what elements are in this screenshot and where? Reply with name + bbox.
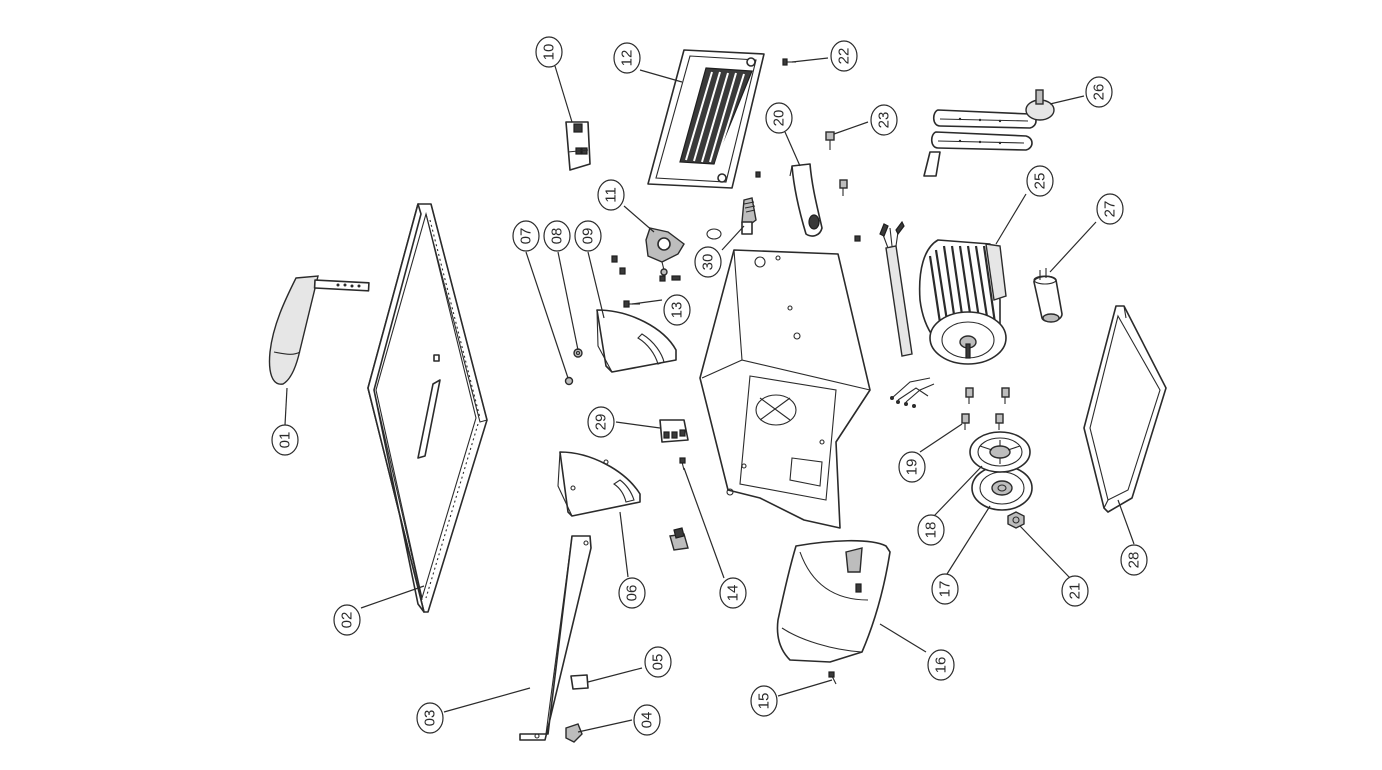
motor-housing-frame: [699, 249, 871, 529]
callout-18-label: 18: [923, 522, 940, 539]
callout-16-label: 16: [933, 657, 950, 674]
callout-08-label: 08: [549, 228, 566, 245]
callout-13-label: 13: [669, 302, 686, 319]
callout-07-label: 07: [518, 228, 535, 245]
part-07-washer: [564, 376, 574, 386]
callout-19: 19: [898, 451, 926, 483]
part-27-capacitor: [1033, 268, 1063, 323]
part-01-handle: [268, 275, 370, 385]
part-18-pulley: [969, 431, 1031, 473]
callout-03-label: 03: [422, 710, 439, 727]
callout-06-label: 06: [624, 585, 641, 602]
part-09-blade-guard: [596, 309, 677, 373]
callout-21: 21: [1061, 575, 1089, 607]
part-03-support-rail: [519, 535, 592, 741]
callout-03: 03: [416, 702, 444, 734]
callout-01-label: 01: [277, 432, 294, 449]
part-04-fitting: [565, 723, 583, 743]
part-28-tray: [1083, 305, 1167, 513]
callout-02: 02: [333, 604, 361, 636]
callout-22-label: 22: [836, 48, 853, 65]
power-cord: [879, 220, 935, 408]
part-02-table-top: [367, 203, 488, 613]
callout-16: 16: [927, 649, 955, 681]
part-12-vent-cover: [647, 49, 765, 189]
callout-30: 30: [694, 246, 722, 278]
callout-02-label: 02: [339, 612, 356, 629]
part-20-handle: [789, 163, 823, 237]
callout-08: 08: [543, 220, 571, 252]
leader-lines: [284, 57, 1135, 733]
callout-22: 22: [830, 40, 858, 72]
callout-04-label: 04: [639, 712, 656, 729]
callout-27-label: 27: [1102, 201, 1119, 218]
callout-17: 17: [931, 573, 959, 605]
callout-05-label: 05: [650, 654, 667, 671]
callout-19-label: 19: [904, 459, 921, 476]
callout-28: 28: [1120, 544, 1148, 576]
callout-10-label: 10: [541, 44, 558, 61]
part-29-terminal-block: [659, 419, 689, 443]
callout-17-label: 17: [937, 581, 954, 598]
callout-30-label: 30: [700, 254, 717, 271]
callout-15: 15: [750, 685, 778, 717]
callout-06: 06: [618, 577, 646, 609]
callout-18: 18: [917, 514, 945, 546]
part-10-switch: [565, 121, 591, 171]
part-05-pad: [570, 674, 589, 690]
callout-20: 20: [765, 102, 793, 134]
callout-14-label: 14: [725, 585, 742, 602]
callout-28-label: 28: [1126, 552, 1143, 569]
callout-09: 09: [574, 220, 602, 252]
callout-04: 04: [633, 704, 661, 736]
callout-12: 12: [613, 42, 641, 74]
callout-12-label: 12: [619, 50, 636, 67]
callout-05: 05: [644, 646, 672, 678]
small-bracket: [669, 527, 689, 551]
callout-29-label: 29: [593, 414, 610, 431]
callout-26: 26: [1085, 76, 1113, 108]
part-23-bolt: [825, 131, 835, 150]
part-08-washer: [573, 348, 583, 358]
callout-23: 23: [870, 104, 898, 136]
callout-21-label: 21: [1067, 583, 1084, 600]
callout-09-label: 09: [580, 228, 597, 245]
callout-14: 14: [719, 577, 747, 609]
part-30-cable-gland: [706, 197, 757, 240]
callout-11: 11: [597, 179, 625, 211]
callout-25: 25: [1026, 165, 1054, 197]
part-25-motor: [918, 239, 1007, 365]
part-21-nut: [1007, 511, 1025, 529]
callout-23-label: 23: [876, 112, 893, 129]
part-19-bolts: [961, 387, 1010, 430]
part-17-pulley: [971, 465, 1033, 511]
part-16-belt-cover: [776, 539, 891, 663]
callout-07: 07: [512, 220, 540, 252]
callout-27: 27: [1096, 193, 1124, 225]
part-26-heating-element: [923, 89, 1055, 177]
callout-26-label: 26: [1091, 84, 1108, 101]
part-15-screw: [828, 671, 837, 685]
callout-20-label: 20: [771, 110, 788, 127]
callout-29: 29: [587, 406, 615, 438]
part-13-screws: [611, 255, 681, 308]
callout-13: 13: [663, 294, 691, 326]
callout-10: 10: [535, 36, 563, 68]
loose-bolts: [755, 171, 861, 242]
callout-25-label: 25: [1032, 173, 1049, 190]
callout-01: 01: [271, 424, 299, 456]
callout-11-label: 11: [603, 187, 620, 203]
part-06-blade-guard: [557, 451, 641, 517]
callout-15-label: 15: [756, 693, 773, 710]
part-11-knob: [645, 227, 685, 276]
